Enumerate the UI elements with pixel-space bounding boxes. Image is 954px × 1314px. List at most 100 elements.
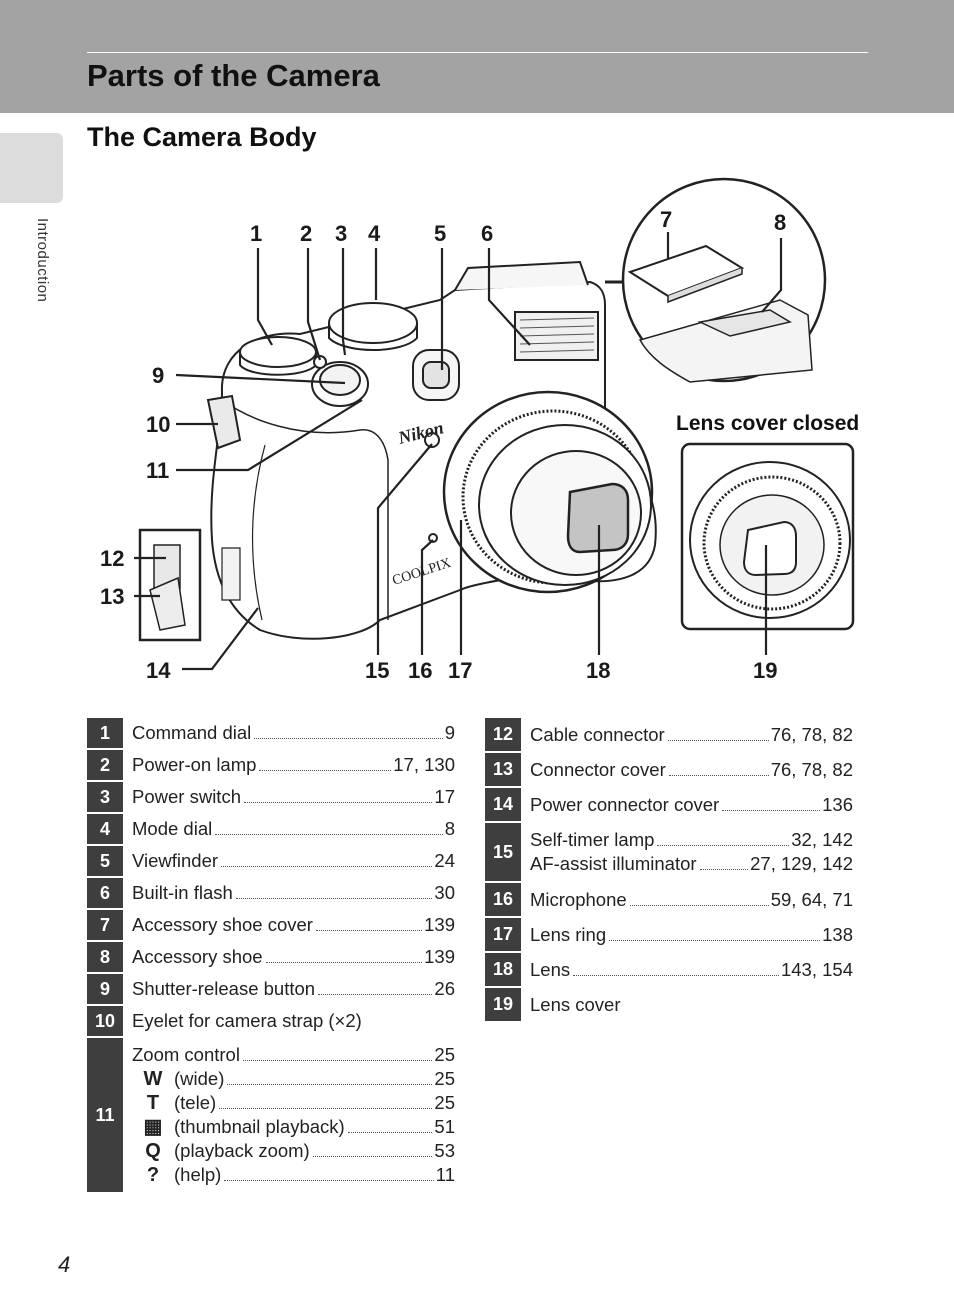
zoom-symbol-icon: Q	[145, 1140, 161, 1162]
part-number: 2	[87, 750, 123, 780]
zoom-symbol-icon: T	[146, 1092, 160, 1114]
page-reference: 138	[822, 923, 853, 945]
callout-19: 19	[753, 658, 777, 683]
callout-2: 2	[300, 221, 312, 246]
part-number: 6	[87, 878, 123, 908]
callout-3: 3	[335, 221, 347, 246]
part-label: Lens	[530, 958, 571, 980]
part-label: Power-on lamp	[132, 754, 257, 775]
part-label: Mode dial	[132, 818, 213, 839]
callout-14: 14	[146, 658, 171, 683]
part-line: Zoom control 25	[132, 1043, 455, 1067]
callout-1: 1	[250, 221, 262, 246]
part-number: 14	[485, 788, 521, 821]
section-title: The Camera Body	[87, 122, 317, 152]
dot-leader	[315, 930, 423, 931]
part-number: 9	[87, 974, 123, 1004]
part-line: T(tele)25	[132, 1091, 455, 1115]
part-number: 11	[87, 1038, 123, 1192]
part-line: ?(help)11	[132, 1163, 455, 1187]
part-label: Microphone	[530, 888, 627, 910]
page-reference: 27, 129, 142	[750, 853, 853, 874]
dot-leader	[318, 994, 433, 995]
lens-cover-closed-caption: Lens cover closed	[676, 412, 859, 435]
page-number: 4	[58, 1252, 71, 1277]
dot-leader	[699, 869, 749, 870]
part-number: 4	[87, 814, 123, 844]
page-reference: 9	[444, 722, 455, 743]
page-reference: 30	[434, 882, 455, 903]
part-label: AF-assist illuminator	[530, 853, 697, 874]
parts-row: 6 Built-in flash 30	[87, 878, 455, 908]
part-line: AF-assist illuminator 27, 129, 142	[530, 852, 853, 876]
page-reference: 51	[434, 1116, 455, 1137]
dot-leader	[235, 898, 433, 899]
part-number: 17	[485, 918, 521, 951]
part-description: Microphone 59, 64, 71	[521, 883, 853, 916]
part-label: Accessory shoe	[132, 946, 263, 967]
leader-lines	[134, 232, 783, 671]
dot-leader	[243, 802, 433, 803]
part-number: 12	[485, 718, 521, 751]
side-tab-label: Introduction	[34, 218, 51, 303]
callout-8: 8	[774, 210, 786, 235]
part-label: Zoom control	[132, 1044, 240, 1065]
part-label: (thumbnail playback)	[174, 1116, 345, 1137]
part-label: Accessory shoe cover	[132, 914, 313, 935]
dot-leader	[259, 770, 392, 771]
callout-10: 10	[146, 412, 170, 437]
part-label: Power switch	[132, 786, 241, 807]
header-band	[0, 0, 954, 113]
callout-5: 5	[434, 221, 446, 246]
camera-diagram: Nikon COOLPIX	[100, 177, 859, 683]
part-label: Command dial	[132, 722, 252, 743]
zoom-symbol-icon: ▦	[143, 1116, 163, 1138]
page-reference: 59, 64, 71	[770, 888, 853, 910]
dot-leader	[219, 1108, 433, 1109]
part-line: Lens cover	[530, 993, 853, 1017]
part-label: Power connector cover	[530, 793, 720, 815]
parts-row: 19 Lens cover	[485, 988, 853, 1021]
part-line: Built-in flash 30	[132, 881, 455, 905]
dot-leader	[668, 774, 769, 776]
dot-leader	[227, 1084, 433, 1085]
header-rule	[87, 52, 868, 53]
part-label: Built-in flash	[132, 882, 233, 903]
part-number: 19	[485, 988, 521, 1021]
part-number: 13	[485, 753, 521, 786]
lens-cover-inset	[680, 442, 855, 631]
part-number: 18	[485, 953, 521, 986]
page-reference: 25	[434, 1044, 455, 1065]
callout-17: 17	[448, 658, 472, 683]
page-reference: 76, 78, 82	[770, 758, 853, 780]
part-description: Built-in flash 30	[123, 878, 455, 908]
page-reference: 53	[434, 1140, 455, 1161]
part-line: ▦ (thumbnail playback) 51	[132, 1115, 455, 1139]
